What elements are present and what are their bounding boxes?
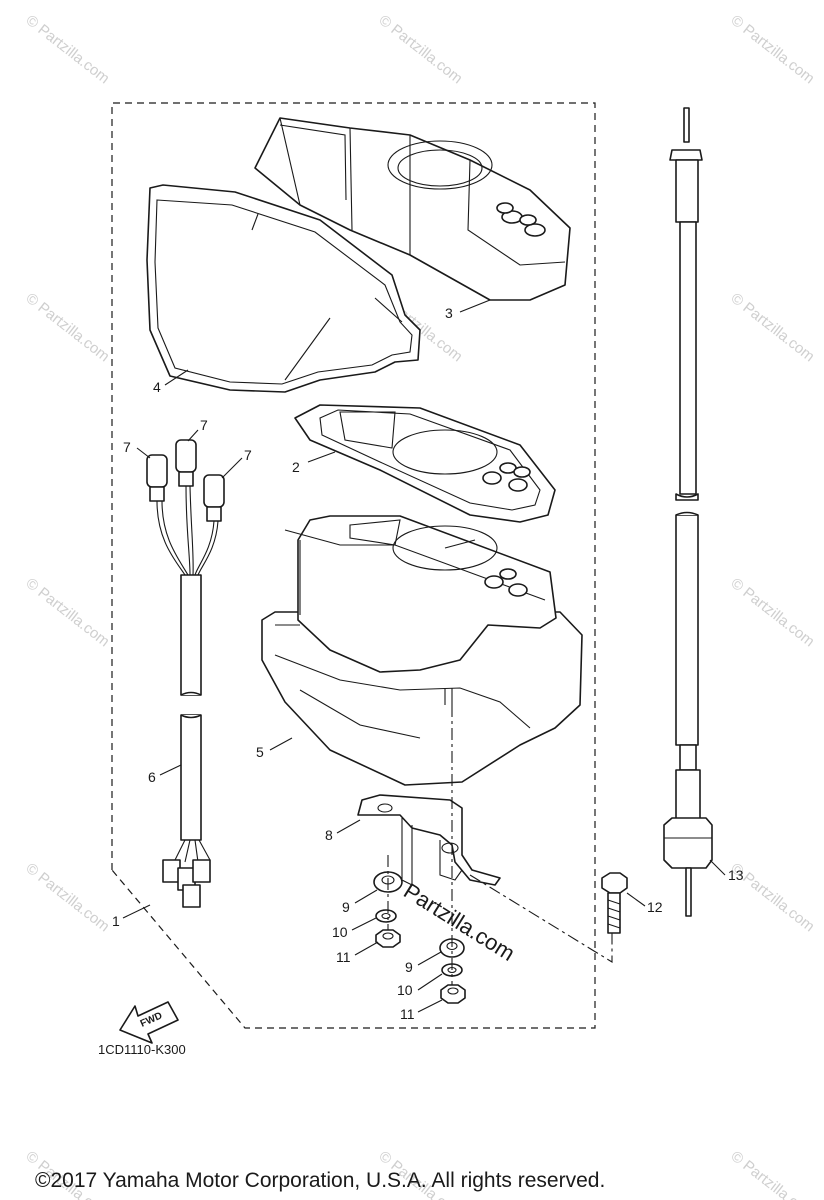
wire-harness-part-6[interactable] xyxy=(156,485,219,908)
fwd-arrow-icon: FWD xyxy=(119,1001,179,1044)
callout-6: 6 xyxy=(148,769,156,785)
face-plate-part-2[interactable] xyxy=(294,404,556,523)
leader-lines xyxy=(122,299,726,1013)
callout-10-b: 10 xyxy=(397,982,413,998)
assembly-boundary xyxy=(111,102,596,1029)
bulb-socket-part-7-c[interactable] xyxy=(203,474,225,522)
callout-7-c: 7 xyxy=(244,447,252,463)
callout-1: 1 xyxy=(112,913,120,929)
meter-cable-part-13[interactable] xyxy=(663,107,713,917)
watermark-text: © Partzilla.com xyxy=(728,290,818,366)
meter-assembly-part-5[interactable] xyxy=(261,515,583,786)
callout-11-b: 11 xyxy=(400,1006,415,1022)
bulb-socket-part-7-a[interactable] xyxy=(146,454,168,502)
diagram-code: 1CD1110-K300 xyxy=(98,1042,186,1057)
watermark-text: © Partzilla.com xyxy=(728,575,818,651)
callout-9-b: 9 xyxy=(405,959,413,975)
watermark-text: © Partzilla.com xyxy=(23,12,113,88)
callout-11-a: 11 xyxy=(336,949,351,965)
bracket-part-8[interactable] xyxy=(357,794,501,886)
watermark-text: © Partzilla.com xyxy=(23,575,113,651)
callout-4: 4 xyxy=(153,379,161,395)
meter-cover-part-3[interactable] xyxy=(254,117,571,301)
bolt-part-12[interactable] xyxy=(601,872,628,934)
watermark-text: © Partzilla.com xyxy=(728,1148,818,1200)
copyright-line: ©2017 Yamaha Motor Corporation, U.S.A. A… xyxy=(35,1169,605,1192)
callout-7-b: 7 xyxy=(200,417,208,433)
callout-9-a: 9 xyxy=(342,899,350,915)
callout-labels: 1 2 3 4 5 6 7 7 7 8 9 10 11 9 10 11 12 1… xyxy=(112,305,744,1022)
callout-13: 13 xyxy=(728,867,744,883)
watermark-text: © Partzilla.com xyxy=(376,12,466,88)
callout-12: 12 xyxy=(647,899,663,915)
callout-5: 5 xyxy=(256,744,264,760)
watermark-text: © Partzilla.com xyxy=(23,860,113,936)
callout-2: 2 xyxy=(292,459,300,475)
callout-8: 8 xyxy=(325,827,333,843)
callout-7-a: 7 xyxy=(123,439,131,455)
watermark-text: © Partzilla.com xyxy=(23,290,113,366)
nut-part-11-left[interactable] xyxy=(375,929,401,948)
bulb-socket-part-7-b[interactable] xyxy=(175,439,197,487)
callout-3: 3 xyxy=(445,305,453,321)
collar-part-10-left[interactable] xyxy=(375,909,397,923)
nut-part-11-right[interactable] xyxy=(440,984,466,1004)
watermark-text: © Partzilla.com xyxy=(728,12,818,88)
callout-10-a: 10 xyxy=(332,924,348,940)
visor-part-4[interactable] xyxy=(146,184,421,393)
